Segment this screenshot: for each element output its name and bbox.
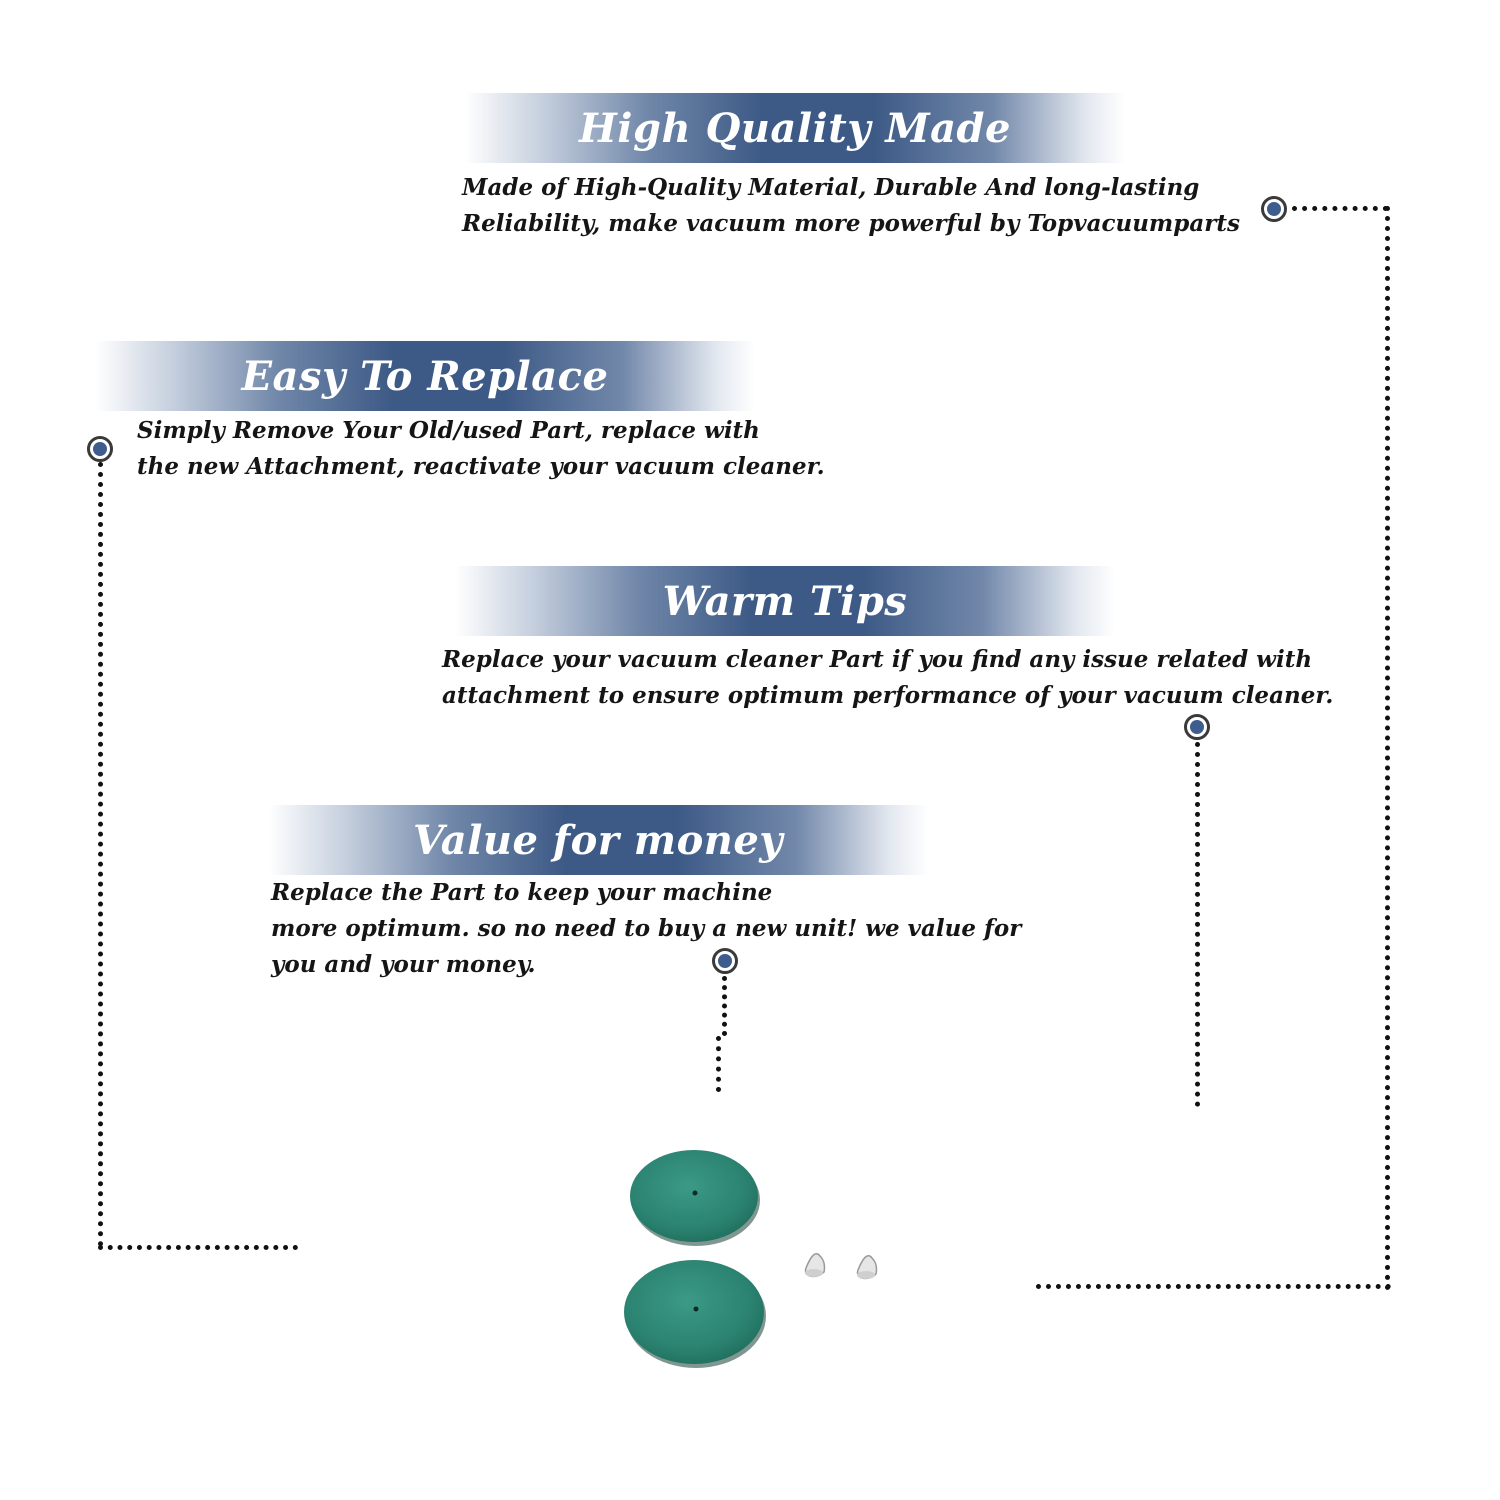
banner-value-money: Value for money <box>268 805 928 875</box>
connector-line <box>1292 206 1388 217</box>
banner-high-quality: High Quality Made <box>465 93 1125 163</box>
desc-line: more optimum. so no need to buy a new un… <box>271 915 1022 942</box>
desc-line: Made of High-Quality Material, Durable A… <box>462 174 1200 201</box>
banner-warm-tips: Warm Tips <box>455 566 1115 636</box>
desc-warm-tips: Replace your vacuum cleaner Part if you … <box>442 642 1333 714</box>
felt-filter-disc <box>624 1260 766 1368</box>
desc-line: Simply Remove Your Old/used Part, replac… <box>137 417 760 444</box>
title-value-money: Value for money <box>412 816 784 864</box>
desc-line: you and your money. <box>271 951 536 978</box>
desc-line: the new Attachment, reactivate your vacu… <box>137 453 825 480</box>
title-warm-tips: Warm Tips <box>662 577 908 625</box>
connector-line <box>98 462 109 1247</box>
target-marker-icon <box>1184 714 1210 740</box>
felt-filter-disc <box>630 1150 760 1246</box>
desc-high-quality: Made of High-Quality Material, Durable A… <box>462 170 1240 242</box>
connector-line <box>1036 1284 1391 1295</box>
desc-line: Reliability, make vacuum more powerful b… <box>462 210 1240 237</box>
connector-line <box>722 976 733 1036</box>
connector-line <box>1385 206 1396 1291</box>
desc-line: Replace your vacuum cleaner Part if you … <box>442 646 1313 673</box>
title-high-quality: High Quality Made <box>579 104 1011 152</box>
connector-line <box>1195 742 1206 1107</box>
rubber-plug <box>804 1253 826 1278</box>
rubber-plug <box>856 1255 878 1280</box>
desc-value-money: Replace the Part to keep your machine mo… <box>271 875 1021 983</box>
banner-easy-replace: Easy To Replace <box>95 341 755 411</box>
desc-line: attachment to ensure optimum performance… <box>442 682 1334 709</box>
desc-easy-replace: Simply Remove Your Old/used Part, replac… <box>137 413 825 485</box>
connector-line <box>98 1245 298 1256</box>
target-marker-icon <box>87 436 113 462</box>
target-marker-icon <box>1261 196 1287 222</box>
product-image <box>624 1150 878 1368</box>
desc-line: Replace the Part to keep your machine <box>271 879 773 906</box>
title-easy-replace: Easy To Replace <box>241 352 609 400</box>
connector-line <box>716 1036 727 1092</box>
target-marker-icon <box>712 948 738 974</box>
